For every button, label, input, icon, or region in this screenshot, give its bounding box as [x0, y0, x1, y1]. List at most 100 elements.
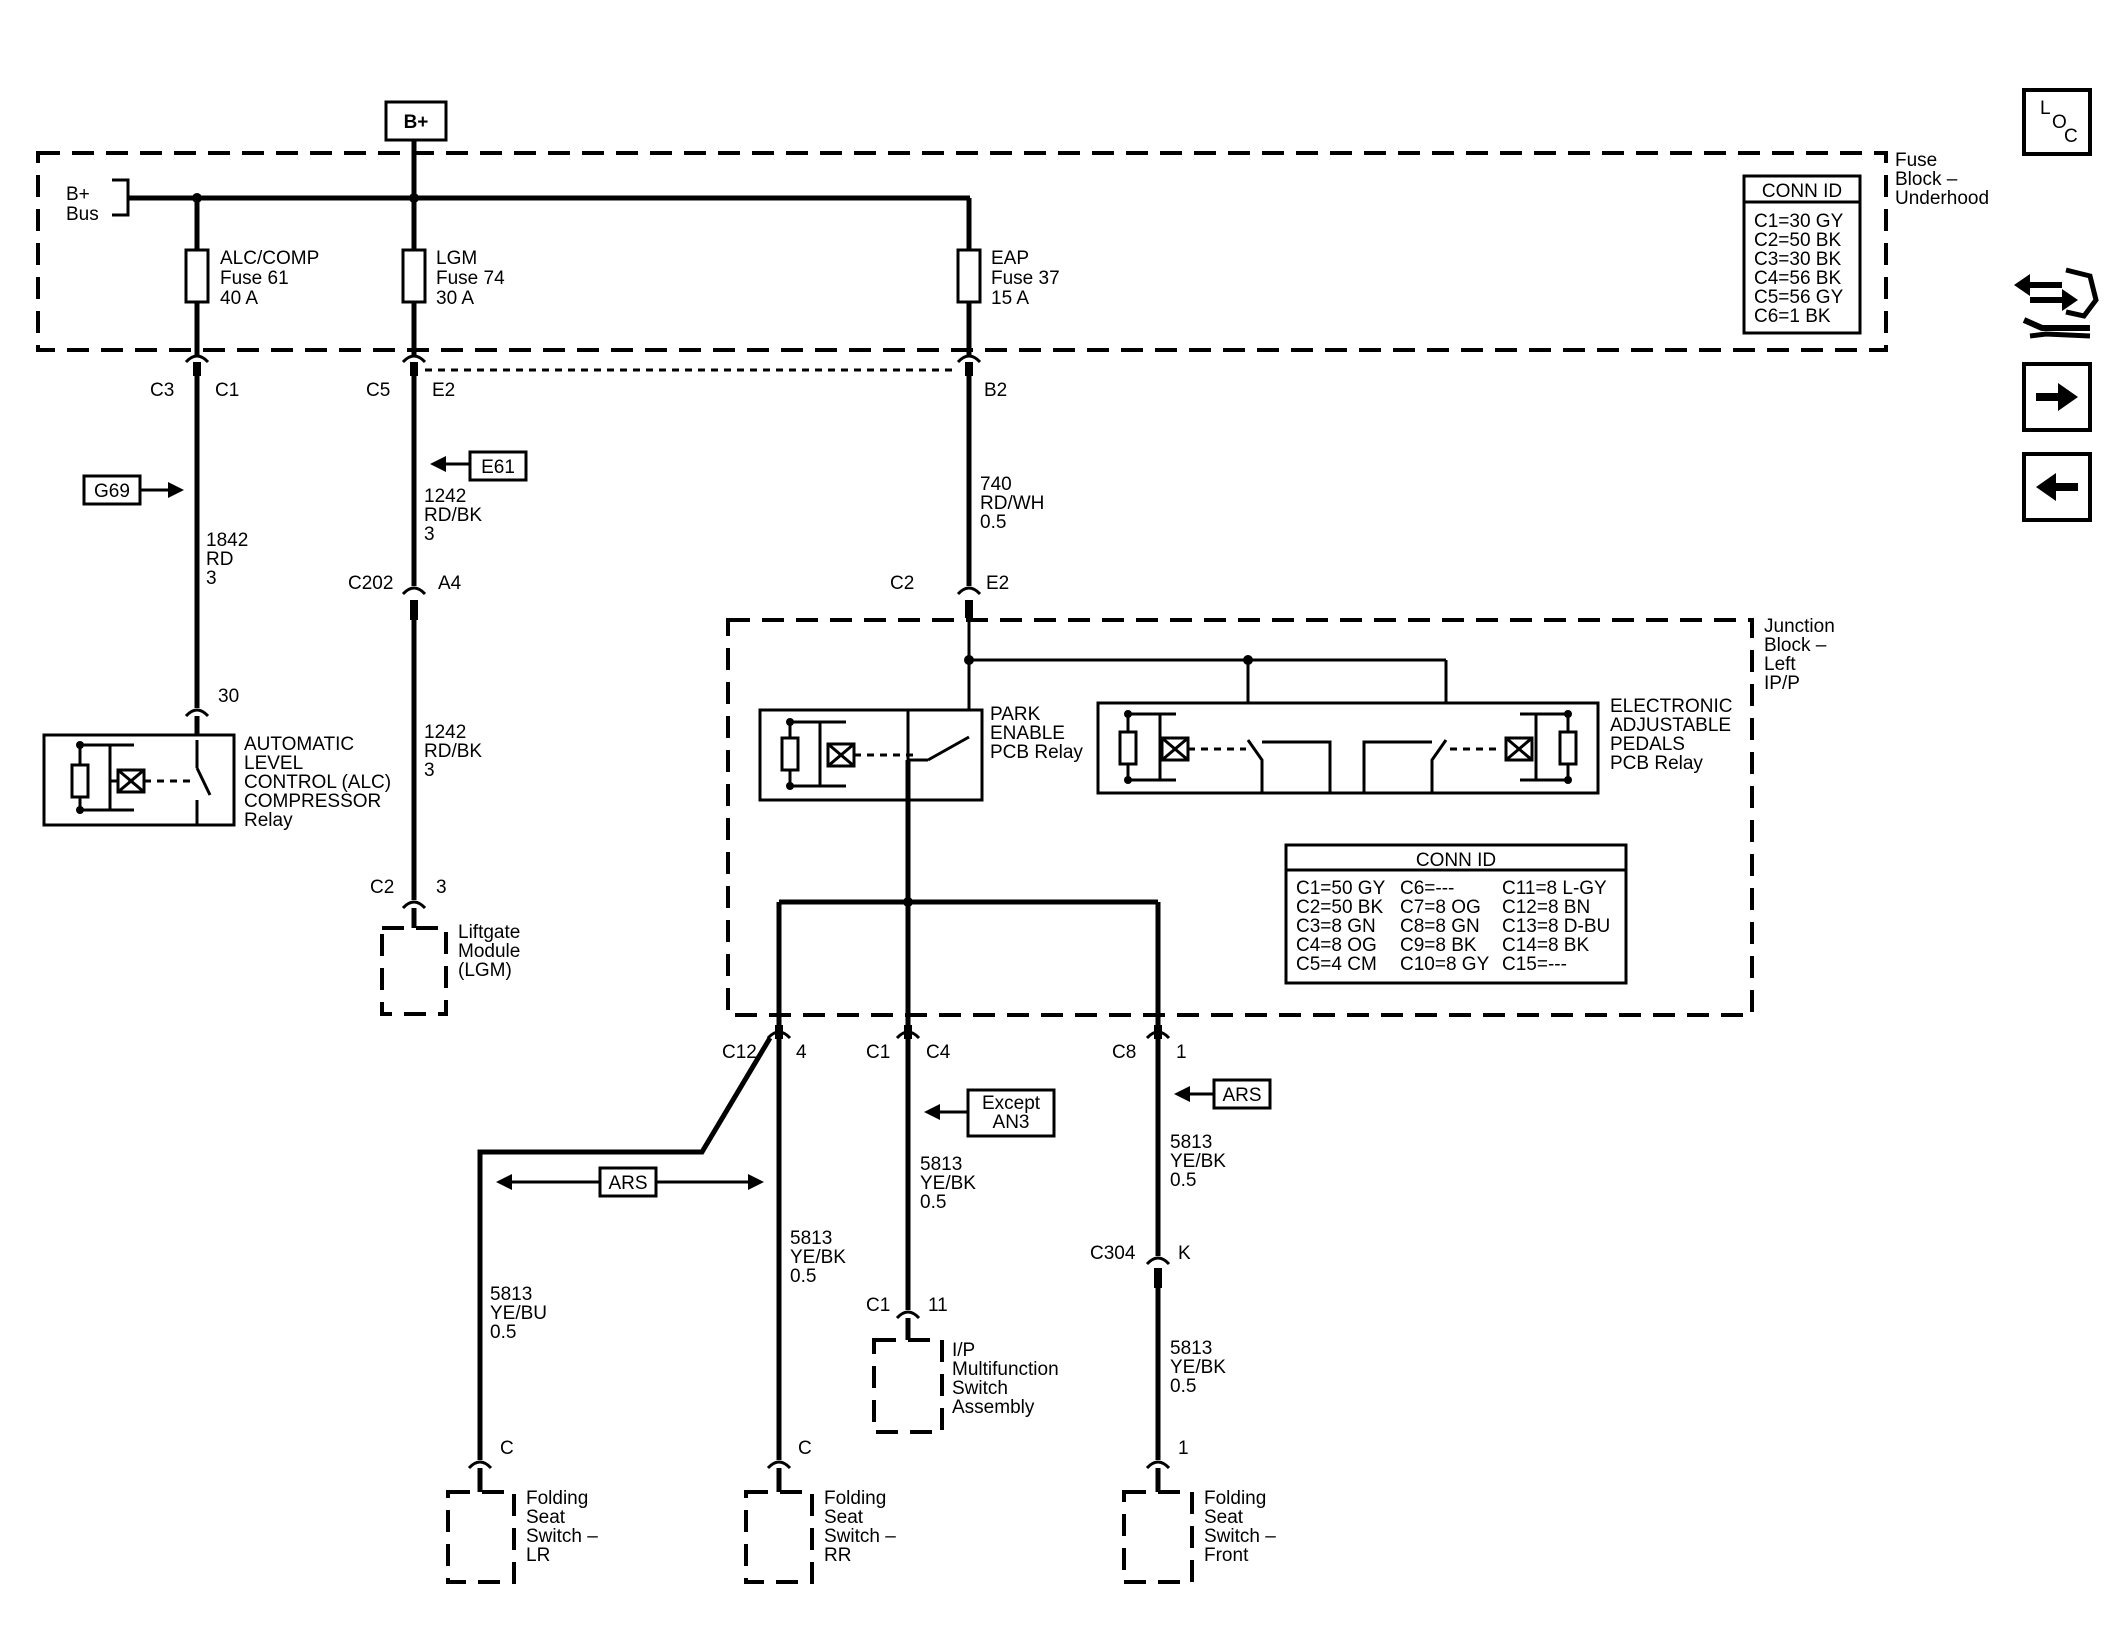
conn-c8: C8: [1112, 1042, 1136, 1063]
svg-text:L: L: [2040, 98, 2051, 119]
svg-text:1842: 1842: [206, 530, 248, 551]
svg-text:C11=8 L-GY: C11=8 L-GY: [1502, 878, 1607, 899]
folding-seat-rr-label: Folding Seat Switch – RR: [824, 1488, 896, 1566]
alc-circuit: G69 1842 RD 3 30: [42, 376, 391, 831]
svg-text:C3=8 GN: C3=8 GN: [1296, 916, 1376, 937]
fuse-alc-comp: ALC/COMP Fuse 61 40 A: [220, 248, 319, 309]
svg-text:LGM: LGM: [436, 248, 477, 269]
junction-block-title-1: Junction: [1764, 616, 1835, 637]
svg-text:Front: Front: [1204, 1545, 1249, 1566]
folding-seat-front-circuit: ARS 5813 YE/BK 0.5 C304 K 5813 YE/BK 0.5…: [1090, 1039, 1276, 1584]
svg-text:Multifunction: Multifunction: [952, 1359, 1059, 1380]
svg-text:C5=4 CM: C5=4 CM: [1296, 954, 1377, 975]
conn-c304: C304: [1090, 1243, 1136, 1264]
conn-fs-lr-c: C: [500, 1438, 514, 1459]
svg-text:C1=30 GY: C1=30 GY: [1754, 211, 1844, 232]
bplus-bus-label-1: B+: [66, 184, 90, 205]
svg-text:RD/BK: RD/BK: [424, 741, 482, 762]
svg-text:Folding: Folding: [1204, 1488, 1266, 1509]
svg-text:PARK: PARK: [990, 704, 1041, 725]
svg-text:AN3: AN3: [993, 1112, 1030, 1133]
junction-block-title-3: Left: [1764, 654, 1796, 675]
bplus-bus-label-2: Bus: [66, 204, 99, 225]
folding-seat-lr-circuit: ARS 5813 YE/BU 0.5 C Folding Seat Switch…: [446, 1036, 773, 1584]
svg-text:YE/BK: YE/BK: [1170, 1357, 1226, 1378]
conn-jb-c2: C2: [890, 573, 914, 594]
ref-g69: G69: [82, 474, 184, 506]
wire-rr: 5813 YE/BK 0.5: [790, 1228, 846, 1287]
svg-text:Liftgate: Liftgate: [458, 922, 520, 943]
svg-text:CONTROL (ALC): CONTROL (ALC): [244, 772, 391, 793]
svg-text:LR: LR: [526, 1545, 550, 1566]
fuse-block-connectors: C3 C1 C5 E2 B2: [150, 354, 1007, 401]
conn-c12-4: 4: [796, 1042, 807, 1063]
svg-text:Folding: Folding: [526, 1488, 588, 1509]
svg-text:PCB Relay: PCB Relay: [1610, 753, 1703, 774]
svg-text:C1=50 GY: C1=50 GY: [1296, 878, 1386, 899]
eap-circuit: 740 RD/WH 0.5 C2 E2: [890, 376, 1044, 618]
previous-arrow-button[interactable]: [2022, 452, 2092, 522]
conn-c304-k: K: [1178, 1243, 1191, 1264]
next-arrow-button[interactable]: [2022, 362, 2092, 432]
loc-button[interactable]: L O C: [2022, 88, 2092, 156]
conn-c12: C12: [722, 1042, 757, 1063]
ref-except-an3: Except AN3: [924, 1088, 1056, 1138]
fuse-block-title-2: Block –: [1895, 169, 1958, 190]
svg-text:C14=8 BK: C14=8 BK: [1502, 935, 1589, 956]
svg-text:C5=56 GY: C5=56 GY: [1754, 287, 1844, 308]
svg-text:C7=8 OG: C7=8 OG: [1400, 897, 1481, 918]
conn-ipsw-11: 11: [928, 1295, 948, 1316]
svg-text:C2=50 BK: C2=50 BK: [1754, 230, 1841, 251]
svg-text:(LGM): (LGM): [458, 960, 512, 981]
svg-text:5813: 5813: [920, 1154, 962, 1175]
svg-text:C6=---: C6=---: [1400, 878, 1454, 899]
svg-text:40 A: 40 A: [220, 288, 258, 309]
svg-text:C15=---: C15=---: [1502, 954, 1567, 975]
wire-ip: 5813 YE/BK 0.5: [920, 1154, 976, 1213]
ref-e61: E61: [430, 450, 528, 482]
wire-front-lower: 5813 YE/BK 0.5: [1170, 1338, 1226, 1397]
wire-eap: 740 RD/WH 0.5: [980, 474, 1044, 533]
svg-text:Seat: Seat: [526, 1507, 566, 1528]
connector-harness-icon[interactable]: [2014, 267, 2099, 339]
folding-seat-rr-circuit: 5813 YE/BK 0.5 C Folding Seat Switch – R…: [744, 1039, 896, 1584]
fuse-block-title-1: Fuse: [1895, 150, 1937, 171]
junction-block-title-4: IP/P: [1764, 673, 1800, 694]
svg-text:YE/BK: YE/BK: [790, 1247, 846, 1268]
svg-text:740: 740: [980, 474, 1012, 495]
svg-text:Switch –: Switch –: [824, 1526, 896, 1547]
svg-text:Seat: Seat: [824, 1507, 864, 1528]
conn-lgm-c2: C2: [370, 877, 394, 898]
svg-text:C3=30 BK: C3=30 BK: [1754, 249, 1841, 270]
next-arrow-icon: [2036, 383, 2078, 411]
ip-switch-label: I/P Multifunction Switch Assembly: [952, 1340, 1059, 1418]
svg-text:EAP: EAP: [991, 248, 1029, 269]
junction-block-title-2: Block –: [1764, 635, 1827, 656]
junction-block-conn-id-table: CONN ID C1=50 GY C2=50 BK C3=8 GN C4=8 O…: [1284, 843, 1628, 985]
bplus-source-label: B+: [404, 112, 429, 133]
conn-jb-e2: E2: [986, 573, 1009, 594]
svg-text:RD: RD: [206, 549, 233, 570]
fuse-block-conn-id-table: CONN ID C1=30 GY C2=50 BK C3=30 BK C4=56…: [1742, 174, 1862, 335]
junction-block: Junction Block – Left IP/P: [726, 616, 1835, 1025]
fuse-eap: EAP Fuse 37 15 A: [991, 248, 1060, 309]
svg-text:3: 3: [206, 568, 217, 589]
svg-text:C2=50 BK: C2=50 BK: [1296, 897, 1383, 918]
svg-text:PEDALS: PEDALS: [1610, 734, 1685, 755]
svg-text:O: O: [2052, 112, 2067, 133]
svg-text:YE/BK: YE/BK: [920, 1173, 976, 1194]
fuse-block-underhood: Fuse Block – Underhood B+ B+ Bus ALC/COM…: [36, 100, 1989, 355]
svg-text:Except: Except: [982, 1093, 1041, 1114]
svg-text:Fuse 74: Fuse 74: [436, 268, 505, 289]
svg-text:RR: RR: [824, 1545, 851, 1566]
svg-text:AUTOMATIC: AUTOMATIC: [244, 734, 354, 755]
conn-fb-e2: E2: [432, 380, 455, 401]
svg-text:C4=8 OG: C4=8 OG: [1296, 935, 1377, 956]
conn-ipsw-c1: C1: [866, 1295, 890, 1316]
wire-lgm-upper: 1242 RD/BK 3: [424, 486, 482, 545]
junction-block-connectors: C12 4 C1 C4 C8 1: [722, 1025, 1187, 1063]
svg-text:0.5: 0.5: [1170, 1376, 1196, 1397]
svg-text:CONN ID: CONN ID: [1762, 181, 1842, 202]
folding-seat-front-label: Folding Seat Switch – Front: [1204, 1488, 1276, 1566]
